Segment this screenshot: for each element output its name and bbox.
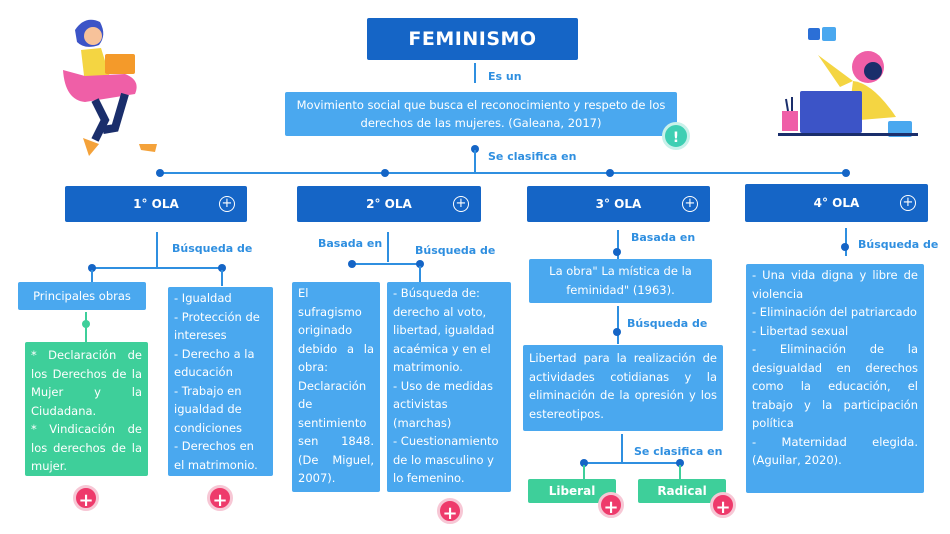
ola3-title: 3° OLA xyxy=(595,197,642,211)
connector-dot xyxy=(613,328,621,336)
type-label: Liberal xyxy=(548,484,596,498)
connector xyxy=(419,266,421,282)
connector xyxy=(387,232,389,262)
list-item: - Trabajo en igualdad de condiciones xyxy=(174,383,243,435)
list-item: - Maternidad elegida. (Aguilar, 2020). xyxy=(752,434,918,468)
ola1-header[interactable]: 1° OLA + xyxy=(65,186,247,222)
ola2-title: 2° OLA xyxy=(366,197,412,211)
ola3-busqueda-text: Libertad para la realización de activida… xyxy=(529,351,717,421)
connector-dot xyxy=(841,243,849,251)
ola2-basada-label: Basada en xyxy=(318,237,383,250)
add-icon[interactable]: + xyxy=(207,485,233,511)
list-item: - Eliminación del patriarcado xyxy=(752,305,917,319)
add-icon[interactable]: + xyxy=(598,492,624,518)
ola4-busqueda-label: Búsqueda de xyxy=(858,238,939,251)
ola2-busqueda-list: - Búsqueda de: derecho al voto, libertad… xyxy=(387,282,511,492)
connector-dot xyxy=(606,169,614,177)
ola2-busqueda-label: Búsqueda de xyxy=(415,244,496,257)
ola1-obras-label: Principales obras xyxy=(33,289,131,303)
ola1-obras-list: * Declaración de los Derechos de la Muje… xyxy=(25,342,148,476)
branch-line xyxy=(160,172,846,174)
connector xyxy=(679,465,681,479)
ola3-clasifica-label: Se clasifica en xyxy=(634,445,723,458)
list-item: - Igualdad xyxy=(174,291,232,305)
ola4-busqueda-list: - Una vida digna y libre de violencia - … xyxy=(746,264,924,493)
list-item: - Libertad sexual xyxy=(752,323,849,338)
add-icon[interactable]: + xyxy=(73,485,99,511)
list-item: - Una vida digna y libre de violencia xyxy=(752,268,918,301)
list-item: * Vindicación de los derechos de la muje… xyxy=(31,422,142,473)
connector xyxy=(845,228,847,256)
list-item: - Derecho a la educación xyxy=(174,346,255,380)
branch-line xyxy=(92,267,222,269)
branch-line xyxy=(352,263,420,265)
ola2-header[interactable]: 2° OLA + xyxy=(297,186,481,222)
ola2-basada-box: El sufragismo originado debido a la obra… xyxy=(292,282,380,492)
woman-desk-illustration xyxy=(778,27,918,137)
main-title: FEMINISMO xyxy=(367,18,578,60)
expand-circle-icon[interactable]: + xyxy=(900,195,916,211)
expand-circle-icon[interactable]: + xyxy=(219,196,235,212)
connector-dot xyxy=(842,169,850,177)
clasifica-label: Se clasifica en xyxy=(488,150,577,163)
connector xyxy=(617,306,619,344)
connector-dot xyxy=(676,459,684,467)
exclamation-icon[interactable]: ! xyxy=(662,122,690,150)
list-item: - Protección de intereses xyxy=(174,309,260,343)
connector-dot xyxy=(471,145,479,153)
type-label: Radical xyxy=(657,484,707,498)
connector-dot xyxy=(416,260,424,268)
ola1-obras-box: Principales obras xyxy=(18,282,146,310)
connector xyxy=(156,232,158,268)
ola1-title: 1° OLA xyxy=(133,197,179,211)
connector xyxy=(621,434,623,462)
connector-dot xyxy=(381,169,389,177)
connector xyxy=(583,465,585,479)
ola3-basada-label: Basada en xyxy=(631,231,696,244)
connector-dot xyxy=(613,248,621,256)
ola3-obra-text: La obra" La mística de la feminidad" (19… xyxy=(549,264,692,297)
add-icon[interactable]: + xyxy=(710,492,736,518)
connector-dot xyxy=(580,459,588,467)
definition-box: Movimiento social que busca el reconocim… xyxy=(285,92,677,136)
ola3-busqueda-box: Libertad para la realización de activida… xyxy=(523,345,723,431)
connector-dot xyxy=(156,169,164,177)
woman-laptop-illustration xyxy=(63,19,157,156)
connector xyxy=(617,230,619,260)
connector xyxy=(474,63,476,83)
list-item: - Uso de medidas activistas (marchas) xyxy=(393,378,494,430)
list-item: * Declaración de los Derechos de la Muje… xyxy=(31,348,142,418)
ola1-busqueda-list: - Igualdad - Protección de intereses - D… xyxy=(168,287,273,476)
branch-line xyxy=(584,462,680,464)
connector-dot xyxy=(218,264,226,272)
list-item: - Eliminación de la desigualdad en derec… xyxy=(752,342,918,430)
es-un-label: Es un xyxy=(488,70,522,83)
connector xyxy=(221,270,223,286)
list-item: - Derechos en el matrimonio. xyxy=(174,439,258,472)
ola3-obra-box: La obra" La mística de la feminidad" (19… xyxy=(529,259,712,303)
add-icon[interactable]: + xyxy=(437,498,463,524)
definition-text: Movimiento social que busca el reconocim… xyxy=(296,98,666,130)
list-item: - Cuestionamiento de lo masculino y lo f… xyxy=(393,434,499,485)
ola4-header[interactable]: 4° OLA + xyxy=(745,184,928,222)
connector xyxy=(91,270,93,282)
ola3-busqueda-label: Búsqueda de xyxy=(627,317,708,330)
ola4-title: 4° OLA xyxy=(813,196,860,210)
expand-circle-icon[interactable]: + xyxy=(682,196,698,212)
connector-dot xyxy=(88,264,96,272)
ola2-basada-text: El sufragismo originado debido a la obra… xyxy=(298,286,374,485)
expand-circle-icon[interactable]: + xyxy=(453,196,469,212)
ola1-busqueda-label: Búsqueda de xyxy=(172,242,253,255)
ola3-header[interactable]: 3° OLA + xyxy=(527,186,710,222)
list-item: - Búsqueda de: derecho al voto, libertad… xyxy=(393,286,495,374)
connector xyxy=(474,150,476,172)
connector-dot xyxy=(348,260,356,268)
connector-dot xyxy=(82,320,90,328)
